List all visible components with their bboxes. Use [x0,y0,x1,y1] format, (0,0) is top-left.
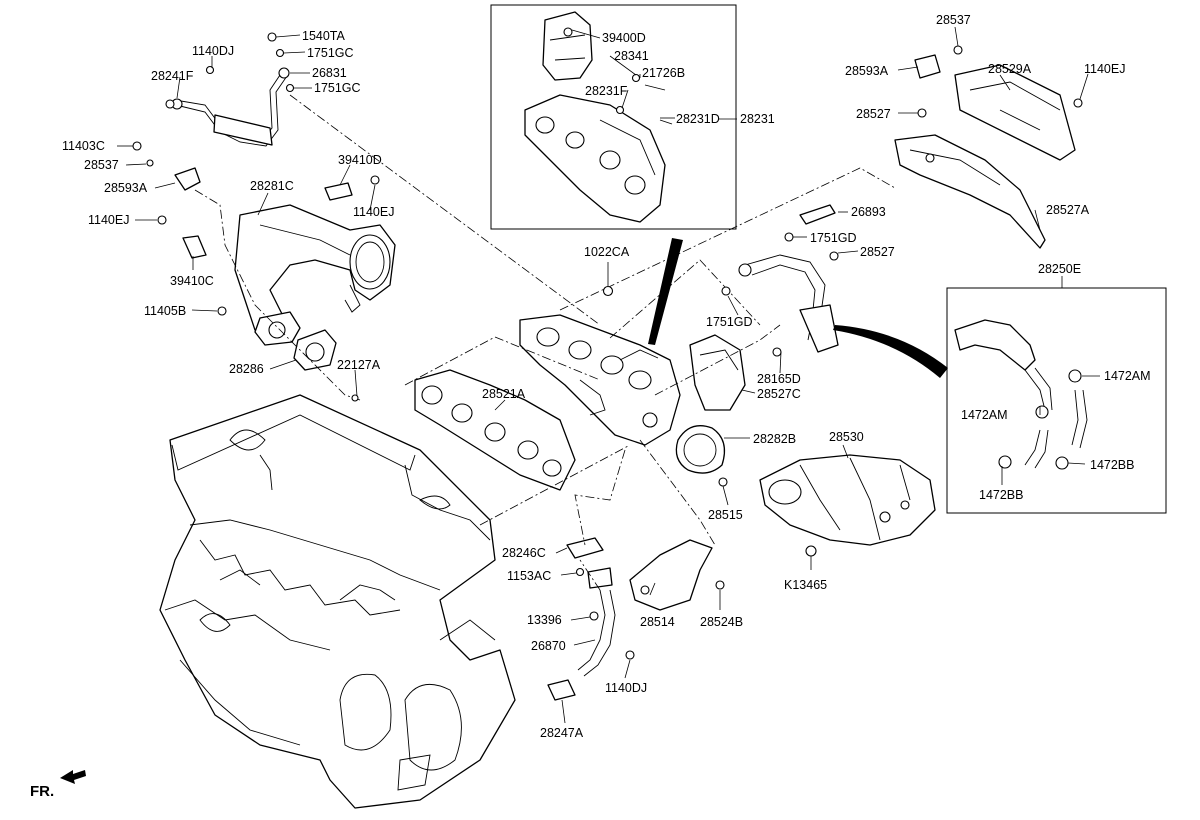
label-28286: 28286 [229,362,264,376]
label-28241F: 28241F [151,69,194,83]
reference-line [404,336,601,386]
label-1751GD-b: 1751GD [706,315,753,329]
label-28281C: 28281C [250,179,294,193]
label-1751GD-a: 1751GD [810,231,857,245]
label-11403C: 11403C [62,139,105,153]
label-1140EJ-a: 1140EJ [353,205,394,219]
bracket-28593A-left [174,167,201,191]
part-labels: 1540TA 1751GC 1140DJ 28241F 26831 1751GC… [62,13,1151,740]
label-28231D: 28231D [676,112,720,126]
pointer-wedge-28250E [833,325,948,378]
leader-lines [117,26,1100,724]
label-1751GC-b: 1751GC [314,81,361,95]
exhaust-manifold-main [519,314,681,446]
label-28165D: 28165D [757,372,801,386]
label-28247A: 28247A [540,726,584,740]
label-28514: 28514 [640,615,675,629]
label-28231: 28231 [740,112,775,126]
label-1540TA: 1540TA [302,29,346,43]
gasket-28246C [566,537,604,559]
label-22127A: 22127A [337,358,381,372]
label-28250E: 28250E [1038,262,1081,276]
label-28593A-a: 28593A [104,181,148,195]
label-1140EJ-c: 1140EJ [1084,62,1125,76]
label-1140EJ-b: 1140EJ [88,213,129,227]
label-1751GC-a: 1751GC [307,46,354,60]
label-26893: 26893 [851,205,886,219]
reference-line [194,189,361,401]
label-28529A: 28529A [988,62,1032,76]
engine-block [159,394,516,809]
bracket-39410D [324,182,353,201]
reference-line [559,167,896,311]
label-21726B: 21726B [642,66,685,80]
label-28537-a: 28537 [84,158,119,172]
label-1472BB-b: 1472BB [979,488,1023,502]
bracket-28593A-right [914,54,941,79]
label-K13465: K13465 [784,578,827,592]
detail-box-28250E [946,287,1167,514]
label-28521A: 28521A [482,387,526,401]
heat-protector-28529A [954,64,1076,161]
label-1140DJ-a: 1140DJ [192,44,234,58]
reference-line [479,444,631,526]
label-1472AM-a: 1472AM [1104,369,1151,383]
reference-line [574,449,626,546]
label-28524B: 28524B [700,615,743,629]
label-28341: 28341 [614,49,649,63]
label-28593A-b: 28593A [845,64,889,78]
label-28246C: 28246C [502,546,546,560]
label-39400D: 39400D [602,31,646,45]
egr-pipe-assembly-detail [954,319,1088,470]
gasket-28247A [547,679,576,701]
label-1153AC: 1153AC [507,569,551,583]
front-direction-label: FR. [30,783,54,800]
label-11405B: 11405B [144,304,186,318]
heat-protector-28527C [689,334,746,411]
bracket-28514 [629,539,713,611]
label-26870: 26870 [531,639,566,653]
label-39410C: 39410C [170,274,214,288]
label-28515: 28515 [708,508,743,522]
label-28527C: 28527C [757,387,801,401]
reference-line [639,439,716,546]
fasteners [132,27,1083,660]
pipe-28241F [171,67,290,147]
gasket-28282B [675,425,726,474]
label-13396: 13396 [527,613,562,627]
label-28231F: 28231F [585,84,628,98]
label-1022CA: 1022CA [584,245,630,259]
catalytic-converter-28530 [759,454,936,546]
bracket-39410C [182,235,207,259]
label-28282B: 28282B [753,432,796,446]
reference-line [289,94,601,326]
label-28527-a: 28527 [856,107,891,121]
label-39410D: 39410D [338,153,382,167]
heat-protector-28527A [894,134,1046,249]
exhaust-gasket-28521A [414,369,576,491]
label-28527A: 28527A [1046,203,1090,217]
reference-line [579,559,601,591]
label-1472AM-b: 1472AM [961,408,1008,422]
front-direction-arrow-icon [60,770,86,784]
label-1472BB-a: 1472BB [1090,458,1134,472]
pipe-26870 [577,567,616,677]
label-1140DJ-b: 1140DJ [605,681,647,695]
reference-line [654,324,781,396]
label-28537-b: 28537 [936,13,971,27]
label-28527-b: 28527 [860,245,895,259]
detail-box-28231 [490,4,737,230]
reference-line [609,259,761,339]
pipe-26893 [799,204,836,225]
label-26831: 26831 [312,66,347,80]
label-28530: 28530 [829,430,864,444]
intake-manifold [234,204,396,346]
egr-cooler-assembly [524,11,673,223]
egr-pipe-assembly [738,254,839,353]
pointer-wedge-28231 [648,238,683,345]
gasket-28286 [293,329,337,371]
